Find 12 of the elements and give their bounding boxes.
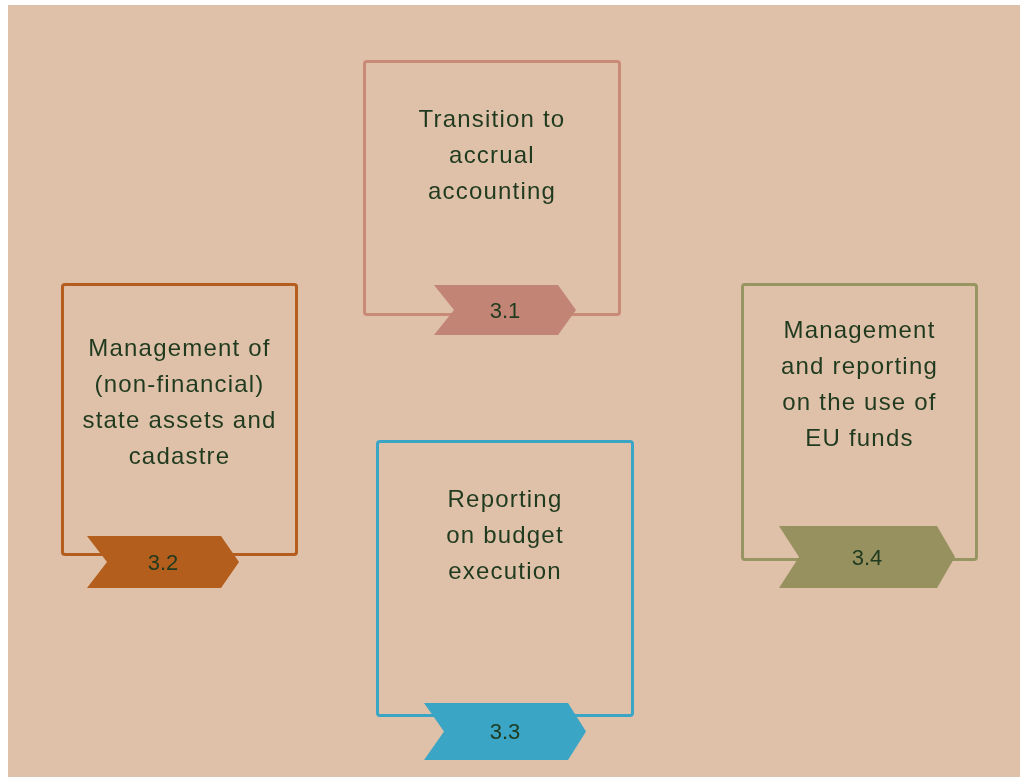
section-number: 3.3 [489, 718, 521, 746]
topic-text: Reporting on budget execution [445, 484, 565, 586]
topic-text: Management of (non-financial) state assets and cadastre [81, 333, 278, 471]
chevron-tag [87, 536, 239, 588]
section-number: 3.4 [851, 543, 883, 572]
chevron-tag [434, 285, 576, 335]
topic-text: Transition to accrual accounting [417, 104, 567, 206]
chevron-tag [779, 526, 955, 588]
section-number: 3.1 [489, 296, 521, 325]
topic-text: Management and reporting on the use of EU funds [779, 315, 939, 453]
section-number: 3.2 [147, 548, 179, 577]
chevron-tag [424, 703, 586, 760]
